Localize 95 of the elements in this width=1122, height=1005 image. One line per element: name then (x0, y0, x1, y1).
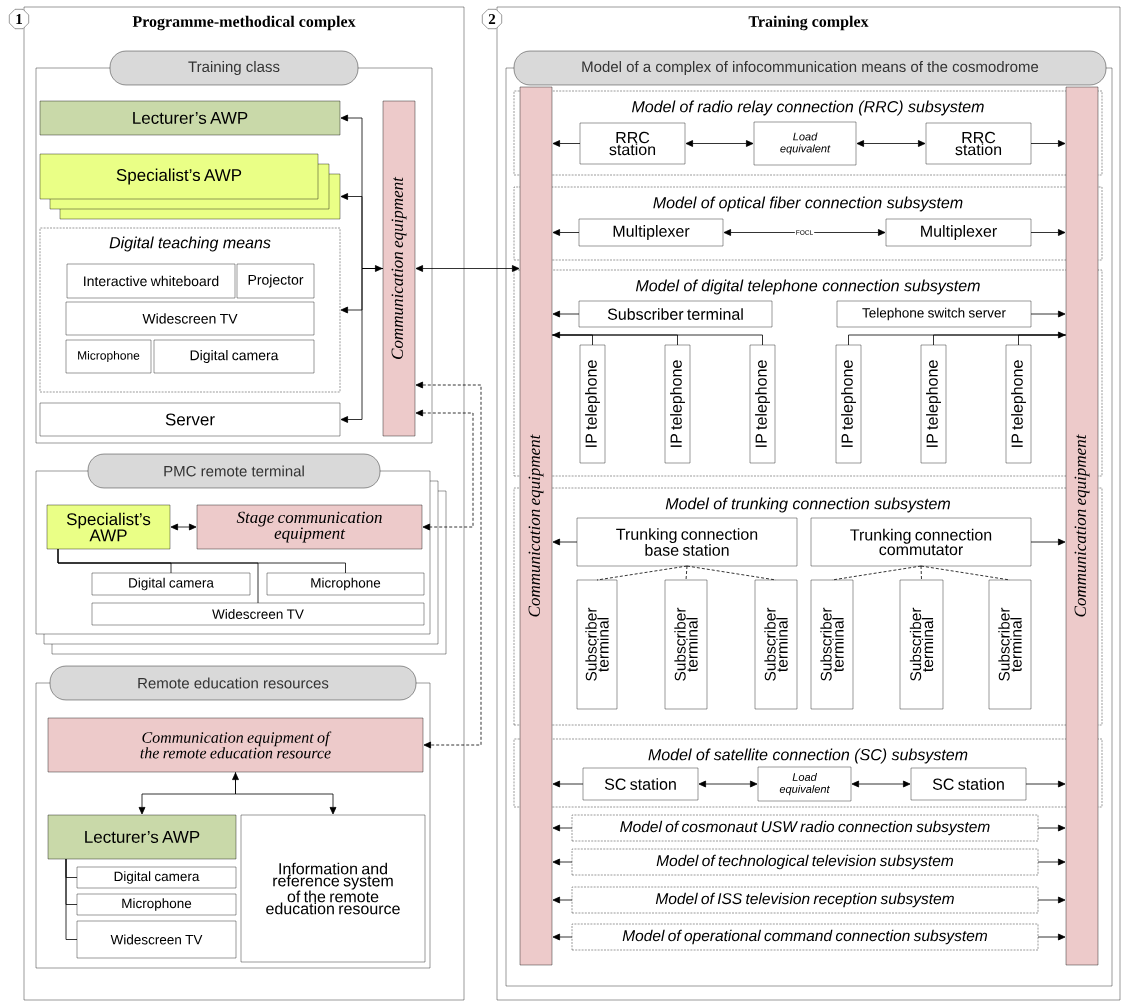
box: Multiplexer (578, 218, 724, 247)
box: Model of operational command connection subsystem (571, 923, 1039, 951)
vertical-box: IP telephone (835, 344, 862, 464)
connector-line (551, 334, 763, 346)
vertical-box: Subscriber terminal (664, 579, 708, 710)
arrow (1037, 896, 1066, 904)
box: Digital camera (76, 866, 237, 889)
box: Microphone (76, 893, 237, 916)
box: SC station (910, 767, 1027, 801)
box: Subscriber terminal (578, 300, 773, 328)
vertical-box: IP telephone (920, 344, 947, 464)
arrow (552, 858, 573, 866)
arrow (552, 140, 581, 147)
connector-line (920, 565, 1011, 581)
arrow (235, 771, 337, 815)
box: Digital camera (153, 339, 315, 374)
arrow (723, 229, 886, 236)
vertical-box: IP telephone (664, 344, 691, 464)
box: Information and reference system of the remote education resource (240, 814, 426, 963)
arrow (552, 896, 573, 904)
connector-line (57, 548, 259, 604)
box: Model of cosmonaut USW radio connection subsystem (571, 814, 1039, 842)
box: Communication equipment of the remote education resource (47, 717, 424, 773)
box: Trunking connection base station (576, 517, 798, 567)
box: Projector (236, 263, 315, 299)
connector-line (920, 565, 922, 581)
arrow (1030, 310, 1066, 318)
arrow (552, 824, 573, 832)
connector-line (65, 858, 78, 940)
box: RRC station (925, 122, 1032, 165)
box: Trunking connection commutator (810, 517, 1032, 567)
arrow (1037, 824, 1066, 832)
box: Widescreen TV (76, 920, 237, 959)
box: Telephone switch server (836, 300, 1032, 328)
arrow (138, 772, 239, 815)
arrow (552, 538, 578, 546)
vertical-box: Communication equipment (382, 100, 416, 437)
connector-line (685, 565, 688, 581)
arrow (851, 780, 911, 788)
arrow (552, 331, 593, 346)
arrow (698, 780, 758, 788)
connector-line (1018, 334, 1067, 346)
box: Interactive whiteboard (66, 263, 236, 299)
arrow (848, 331, 1066, 346)
arrow (552, 933, 573, 941)
arrow (1025, 780, 1066, 788)
box: Load equivalent (753, 121, 857, 166)
vertical-box: Communication equipment (1065, 86, 1099, 966)
box: Model of ISS television reception subsystem (571, 886, 1039, 914)
box: Microphone (266, 572, 425, 596)
box: Lecturer’s AWP (39, 100, 341, 136)
arrow (856, 140, 926, 147)
arrow (1037, 933, 1066, 941)
vertical-box: IP telephone (579, 344, 606, 464)
vertical-box: Subscriber terminal (810, 579, 854, 710)
connector-line (831, 565, 922, 581)
vertical-box: Subscriber terminal (899, 579, 944, 710)
arrow (552, 780, 584, 788)
box: Server (39, 402, 341, 437)
vertical-box: Communication equipment (519, 86, 553, 966)
vertical-box: IP telephone (749, 344, 776, 464)
number-badge: 1 (9, 9, 29, 29)
box: Specialist’s AWP (39, 153, 341, 220)
arrow (340, 265, 383, 314)
arrow (415, 381, 482, 749)
vertical-box: Subscriber terminal (576, 579, 618, 710)
box: Multiplexer (885, 218, 1032, 247)
arrow (552, 229, 580, 236)
arrow (1030, 538, 1066, 546)
vertical-box: IP telephone (1005, 344, 1032, 464)
arrow (1030, 229, 1066, 236)
box: Model of technological television subsystem (571, 848, 1039, 876)
arrow (1030, 140, 1066, 147)
box: Lecturer’s AWP (47, 814, 237, 860)
number-badge: 2 (482, 9, 502, 29)
arrow (552, 310, 580, 318)
arrow (415, 409, 474, 531)
arrow (1037, 858, 1066, 866)
box: Microphone (65, 339, 152, 374)
arrow (340, 268, 384, 423)
box: Digital camera (91, 572, 251, 596)
connector-line (686, 565, 777, 581)
arrow (685, 140, 754, 147)
vertical-box: Subscriber terminal (754, 579, 798, 710)
box: Stage communication equipment (196, 504, 423, 550)
box: RRC station (579, 122, 686, 165)
box: Load equivalent (757, 766, 852, 802)
box: Specialist’s AWP (46, 504, 171, 550)
connector-line (596, 565, 688, 581)
arrow (415, 265, 520, 272)
box: SC station (582, 767, 699, 801)
box: Widescreen TV (65, 301, 315, 336)
vertical-box: Subscriber terminal (988, 579, 1032, 710)
arrow (170, 523, 197, 531)
box: Widescreen TV (91, 602, 425, 626)
